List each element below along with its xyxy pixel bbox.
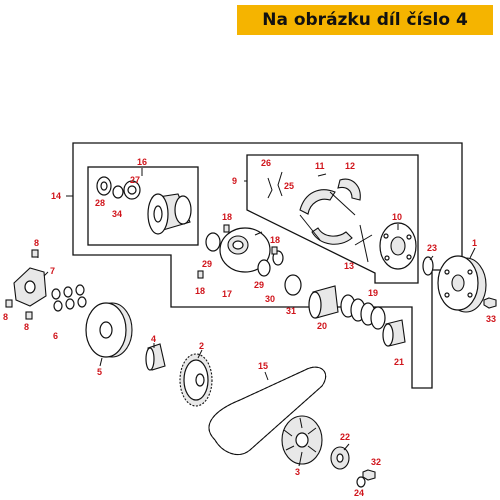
label-18b: 18 <box>270 235 280 245</box>
label-18a: 18 <box>222 212 232 222</box>
label-26: 26 <box>261 158 271 168</box>
slider-8a <box>31 249 39 258</box>
label-14: 14 <box>51 191 61 201</box>
movable-drive-face-assembly <box>96 176 192 235</box>
label-29b: 29 <box>254 280 264 290</box>
starter-gear-pulley-2 <box>179 353 213 407</box>
label-5: 5 <box>97 367 102 377</box>
assembly-frame-16 <box>87 166 199 246</box>
label-16: 16 <box>137 157 147 167</box>
label-1: 1 <box>472 238 477 248</box>
label-24: 24 <box>354 488 364 498</box>
label-17: 17 <box>222 289 232 299</box>
label-2: 2 <box>199 341 204 351</box>
label-8c: 8 <box>24 322 29 332</box>
label-29a: 29 <box>202 259 212 269</box>
spring-seat-21 <box>382 319 406 347</box>
variator-pulley-5 <box>85 302 133 358</box>
circlip-31 <box>284 274 302 296</box>
washer-29a <box>205 232 221 252</box>
label-12: 12 <box>345 161 355 171</box>
label-8b: 8 <box>3 312 8 322</box>
clutch-drive-plate <box>219 227 271 273</box>
label-8a: 8 <box>34 238 39 248</box>
spacer-collar-20 <box>308 285 339 319</box>
label-23: 23 <box>427 243 437 253</box>
label-18c: 18 <box>195 286 205 296</box>
label-3: 3 <box>295 467 300 477</box>
cooling-fan-3 <box>281 415 323 465</box>
label-31: 31 <box>286 306 296 316</box>
clutch-shoe-assembly <box>267 171 417 270</box>
slider-8c <box>25 311 33 320</box>
label-19: 19 <box>368 288 378 298</box>
variator-bushing-4 <box>145 343 166 371</box>
assembly-frame-9 <box>246 154 419 284</box>
slider-8b <box>5 299 13 308</box>
nut-33 <box>483 297 497 309</box>
label-13: 13 <box>344 261 354 271</box>
label-10: 10 <box>392 212 402 222</box>
label-32: 32 <box>371 457 381 467</box>
label-33: 33 <box>486 314 496 324</box>
label-30: 30 <box>265 294 275 304</box>
screw-18c <box>197 270 204 279</box>
ramp-plate-7 <box>13 267 47 307</box>
label-11: 11 <box>315 161 325 171</box>
label-28: 28 <box>95 198 105 208</box>
assembly-frame-14 <box>72 142 463 389</box>
washer-24 <box>356 476 366 488</box>
page-title-banner: Na obrázku díl číslo 4 <box>237 5 493 35</box>
washer-29b <box>257 259 271 277</box>
label-6: 6 <box>53 331 58 341</box>
screw-18b <box>271 246 278 255</box>
clutch-bell-1 <box>437 255 487 313</box>
label-25: 25 <box>284 181 294 191</box>
rollers-6 <box>51 284 87 312</box>
label-9: 9 <box>232 176 237 186</box>
label-34: 34 <box>112 209 122 219</box>
label-15: 15 <box>258 361 268 371</box>
leader-lines <box>37 168 476 467</box>
label-27: 27 <box>130 175 140 185</box>
label-7: 7 <box>50 266 55 276</box>
washer-23 <box>422 256 434 276</box>
drive-belt-15 <box>208 366 327 455</box>
torque-spring-19 <box>340 294 386 330</box>
label-21: 21 <box>394 357 404 367</box>
nut-32 <box>362 469 376 481</box>
screw-18a <box>223 224 230 233</box>
label-20: 20 <box>317 321 327 331</box>
label-22: 22 <box>340 432 350 442</box>
label-4: 4 <box>151 334 156 344</box>
